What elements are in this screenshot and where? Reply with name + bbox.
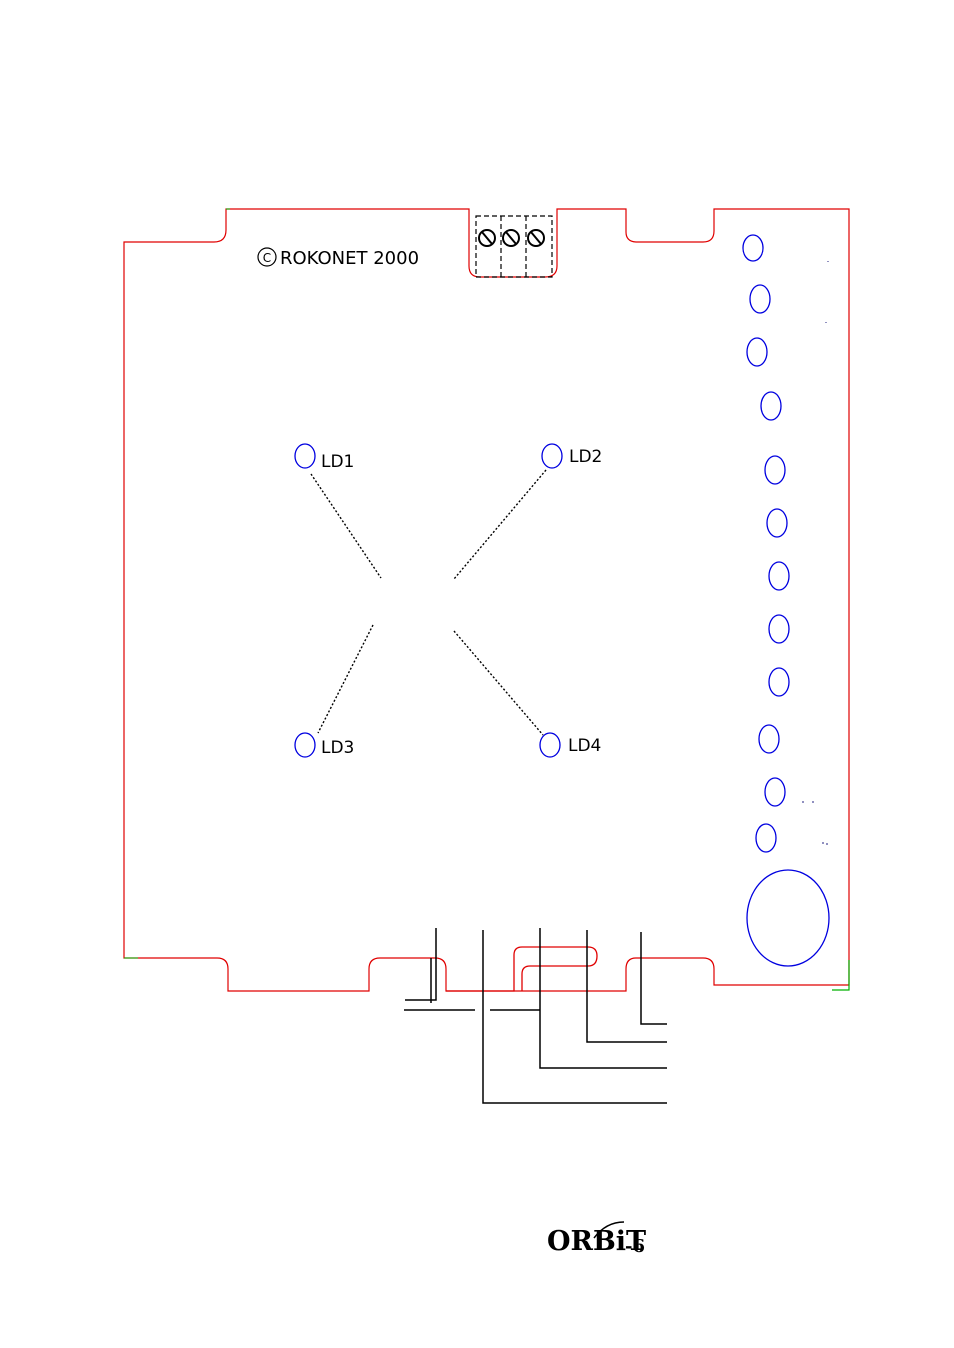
trimmer-screw-icon (479, 230, 495, 246)
led-2-pointer (454, 470, 546, 579)
terminal-hole (750, 285, 770, 313)
hole-column (743, 235, 829, 966)
copyright-symbol: C (263, 251, 271, 265)
led-3-label: LD3 (321, 738, 354, 758)
led-1: LD1 (295, 444, 354, 472)
trimmer-screw-icon (528, 230, 544, 246)
orbit-logo: ORBiT -6 (547, 1222, 646, 1257)
led-1-label: LD1 (321, 452, 354, 472)
wire-4 (587, 930, 667, 1042)
led-3-hole (295, 733, 315, 757)
led-2-label: LD2 (569, 447, 602, 467)
led-3-pointer (318, 625, 373, 733)
led-4: LD4 (540, 733, 601, 757)
led-2-hole (542, 444, 562, 468)
copyright-text: ROKONET 2000 (280, 248, 419, 269)
board-outline (124, 209, 849, 991)
specks (802, 261, 829, 845)
trimmer-block (476, 216, 552, 277)
logo-suffix: -6 (625, 1236, 645, 1257)
wire-2 (483, 930, 667, 1103)
terminal-hole (765, 456, 785, 484)
led-4-pointer (454, 631, 543, 735)
led-3: LD3 (295, 733, 354, 758)
led-4-label: LD4 (568, 736, 601, 756)
terminal-hole (765, 778, 785, 806)
terminal-hole (769, 562, 789, 590)
corner-mark-2 (124, 209, 230, 958)
terminal-hole (756, 824, 776, 852)
led-2: LD2 (542, 444, 602, 468)
terminal-hole (769, 668, 789, 696)
red-wire (446, 947, 597, 991)
terminal-hole (759, 725, 779, 753)
trimmer-screw-icon (503, 230, 519, 246)
terminal-hole (767, 509, 787, 537)
terminal-hole (761, 392, 781, 420)
led-1-pointer (311, 474, 381, 578)
led-1-hole (295, 444, 315, 468)
led-pointer-lines (311, 470, 546, 735)
led-4-hole (540, 733, 560, 757)
wire-5 (641, 932, 667, 1024)
terminal-hole (743, 235, 763, 261)
large-hole (747, 870, 829, 966)
wire-3 (540, 928, 667, 1068)
copyright-mark: C ROKONET 2000 (258, 248, 419, 269)
terminal-hole (747, 338, 767, 366)
wiring (404, 928, 667, 1103)
terminal-hole (769, 615, 789, 643)
